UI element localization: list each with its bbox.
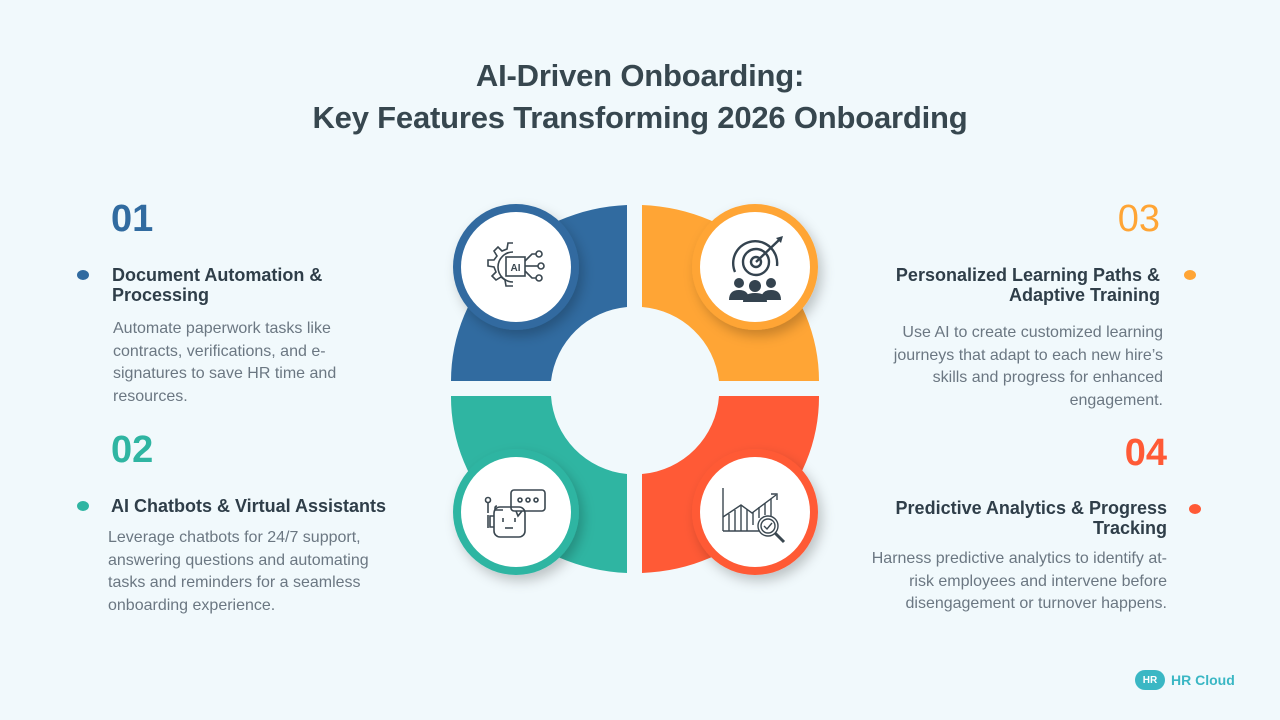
logo-text: HR Cloud bbox=[1171, 672, 1235, 688]
bullet-dot bbox=[77, 270, 89, 280]
four-quadrant-ring-diagram: AI bbox=[450, 204, 820, 575]
feature-number-01: 01 bbox=[111, 198, 154, 240]
feature-number-03: 03 bbox=[1117, 198, 1160, 240]
hr-cloud-logo: HR HR Cloud bbox=[1135, 670, 1235, 690]
feature-heading-01: Document Automation & Processing bbox=[112, 265, 323, 305]
feature-description-02: Leverage chatbots for 24/7 support, answ… bbox=[108, 529, 369, 614]
feature-description-01: Automate paperwork tasks like contracts,… bbox=[113, 320, 337, 405]
cloud-logo-icon: HR bbox=[1135, 670, 1165, 690]
ai-gear-chip-icon: AI bbox=[487, 242, 545, 287]
bullet-dot bbox=[1184, 270, 1196, 280]
feature-heading-04: Predictive Analytics & Progress Tracking bbox=[895, 498, 1167, 538]
feature-heading-03: Personalized Learning Paths & Adaptive T… bbox=[895, 265, 1160, 305]
icon-circle-01 bbox=[453, 204, 579, 330]
feature-number-02: 02 bbox=[111, 429, 154, 471]
icon-circle-04 bbox=[692, 449, 818, 575]
page-title: AI-Driven Onboarding: Key Features Trans… bbox=[312, 58, 968, 135]
feature-description-04: Harness predictive analytics to identify… bbox=[871, 550, 1167, 612]
bullet-dot bbox=[77, 501, 89, 511]
feature-heading-02: AI Chatbots & Virtual Assistants bbox=[111, 496, 387, 516]
analytics-magnifier-icon bbox=[722, 488, 786, 544]
target-team-icon bbox=[729, 236, 783, 302]
feature-description-03: Use AI to create customized learning jou… bbox=[893, 324, 1163, 409]
chatbot-robot-icon bbox=[484, 489, 546, 538]
feature-number-04: 04 bbox=[1124, 432, 1167, 474]
svg-text:AI: AI bbox=[511, 263, 521, 274]
bullet-dot bbox=[1189, 504, 1201, 514]
